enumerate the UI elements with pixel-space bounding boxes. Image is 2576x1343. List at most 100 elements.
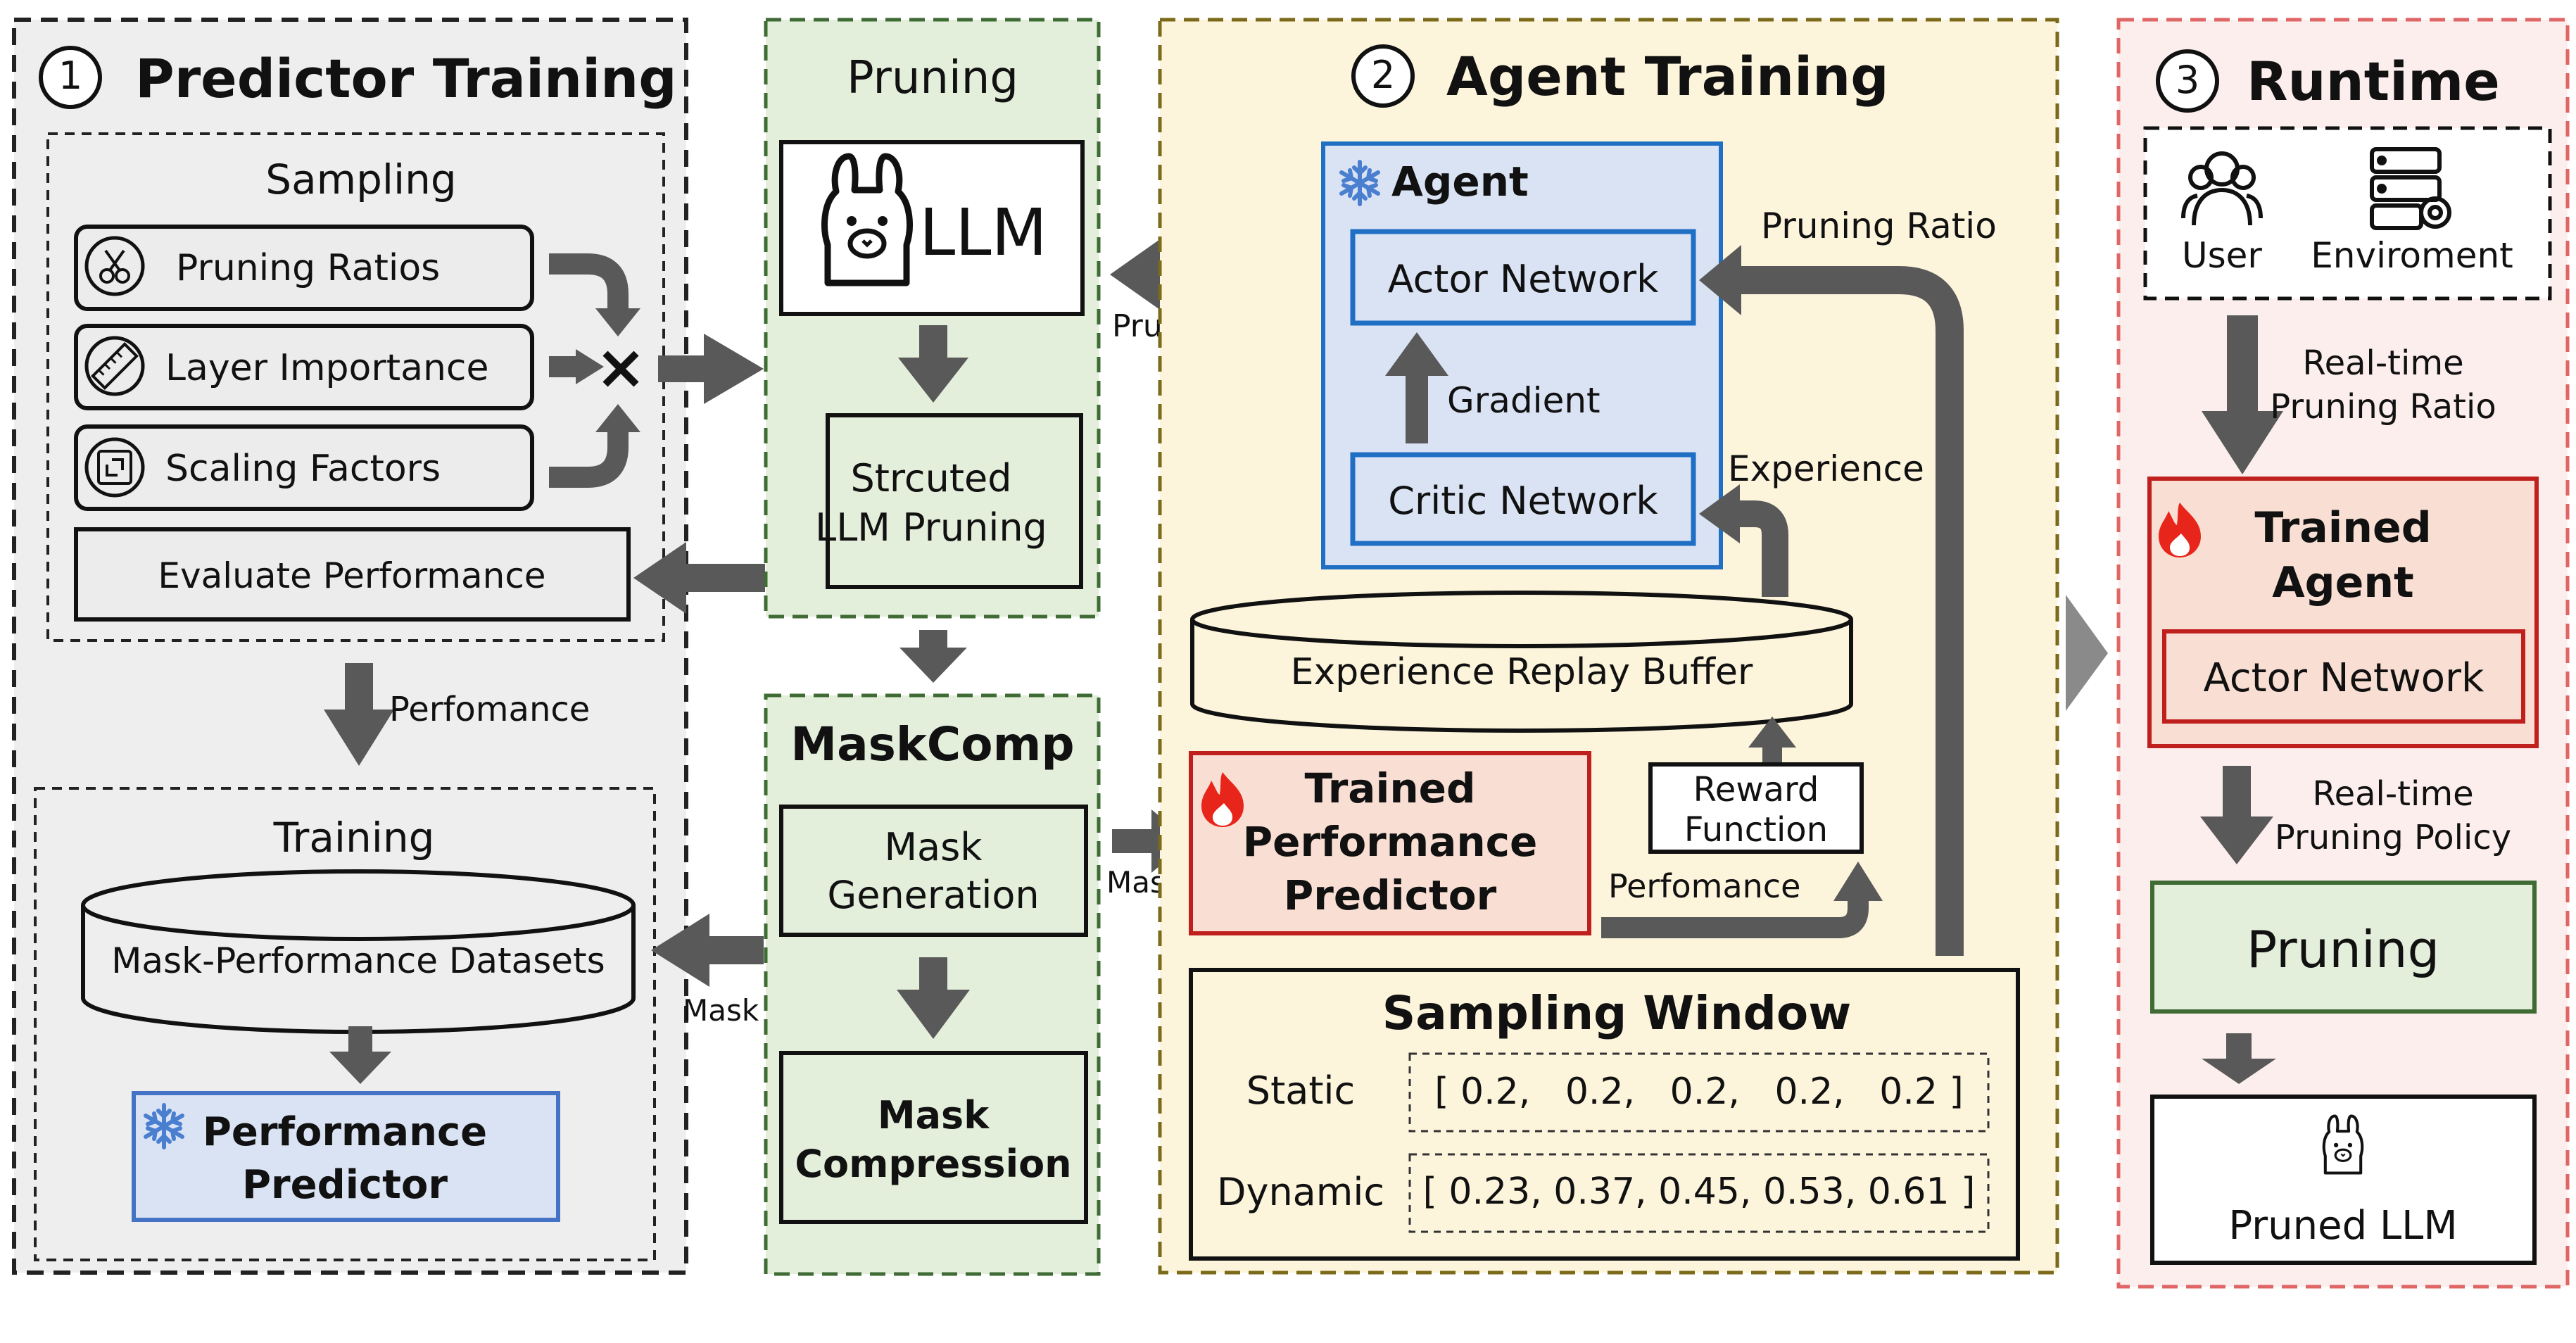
actor-network-box	[1350, 229, 1696, 326]
pruned-llm-label: Pruned LLM	[2228, 1203, 2457, 1249]
pruning-ratio-arrow-shaft	[1738, 266, 1964, 956]
mask-performance-datasets	[81, 869, 636, 1034]
section-title: Runtime	[2247, 50, 2500, 113]
dynamic-label: Dynamic	[1217, 1170, 1384, 1214]
users-icon	[2181, 151, 2263, 226]
sampling-item-layer-importance: Layer Importance	[165, 347, 489, 389]
dynamic-values-box	[1408, 1153, 1990, 1233]
environment-label: Enviroment	[2311, 235, 2513, 276]
step-number: 1	[58, 53, 82, 98]
runtime-pruning-label: Pruning	[2247, 920, 2439, 979]
gradient-arrow	[1385, 332, 1448, 443]
realtime-policy-arrow	[2200, 766, 2273, 864]
predictor-to-reward-arrow-head	[1833, 862, 1883, 901]
performance-predictor-box	[132, 1091, 560, 1222]
sampling-title: Sampling	[265, 156, 456, 203]
sampling-window-box	[1189, 968, 2020, 1261]
performance-label: Perfomance	[389, 690, 590, 729]
mask-compression-box	[779, 1051, 1088, 1224]
experience-label: Experience	[1728, 448, 1924, 489]
mask-generation-line1: Mask	[884, 825, 983, 869]
scissors-icon	[84, 236, 145, 296]
runtime-actor-network-box	[2162, 629, 2525, 724]
experience-replay-buffer	[1190, 591, 1853, 733]
step-number: 3	[2176, 58, 2199, 102]
structured-pruning-line2: LLM Pruning	[815, 505, 1047, 550]
dynamic-values: [ 0.23, 0.37, 0.45, 0.53, 0.61 ]	[1423, 1171, 1976, 1213]
performance-predictor-line1: Performance	[203, 1109, 487, 1155]
sampling-item-pruning-ratios: Pruning Ratios	[176, 247, 440, 289]
sampling-to-pruning-arrow	[658, 334, 764, 404]
evaluate-performance-box	[74, 527, 631, 622]
realtime-policy-line2: Pruning Policy	[2275, 818, 2511, 857]
predictor-to-reward-arrow-shaft	[1601, 898, 1869, 938]
mask-compression-line2: Compression	[795, 1142, 1071, 1186]
sampling-group	[46, 132, 665, 642]
step-number-badge	[39, 46, 102, 109]
trained-predictor-line2: Performance	[1243, 818, 1538, 866]
runtime-pruning-box	[2150, 881, 2537, 1014]
to-runtime-arrow	[2066, 595, 2108, 711]
realtime-ratio-line2: Pruning Ratio	[2270, 387, 2496, 427]
pruning-ratio-label: Pruning Ratio	[1761, 206, 1997, 246]
experience-arrow-head	[1699, 484, 1740, 543]
section-maskcomp: MaskComp Mask Generation Mask Compressio…	[764, 693, 1101, 1276]
step-number-badge	[2156, 49, 2219, 113]
maskcomp-title: MaskComp	[790, 717, 1074, 771]
section-runtime: 3 Runtime User Enviroment Real-time Pr	[2116, 18, 2570, 1289]
static-values: [ 0.2, 0.2, 0.2, 0.2, 0.2 ]	[1434, 1071, 1964, 1113]
trained-predictor-line1: Trained	[1305, 764, 1476, 812]
multiply-icon	[602, 351, 639, 387]
performance-predictor-line2: Predictor	[242, 1162, 448, 1208]
section-title: Agent Training	[1446, 45, 1889, 108]
structured-pruning-line1: Strcuted	[850, 456, 1011, 500]
section-title: Predictor Training	[135, 47, 677, 110]
dataset-down-arrow	[329, 1026, 391, 1084]
pruning-to-pruned-arrow	[2202, 1033, 2276, 1084]
section-agent-training: 2 Agent Training Agent Actor Network Gra…	[1158, 18, 2059, 1275]
pruning-to-maskcomp-arrow	[899, 630, 967, 683]
step-number-badge	[1351, 44, 1415, 108]
section-predictor-training: 1 Predictor Training Sampling Pruning Ra…	[12, 18, 688, 1275]
critic-network-box	[1350, 452, 1696, 546]
agent-title: Agent	[1391, 158, 1529, 206]
pruning-title: Pruning	[847, 52, 1018, 104]
scaling-icon	[84, 437, 145, 498]
generation-to-compression-arrow	[897, 957, 970, 1039]
pruning-ratio-arrow-head	[1699, 245, 1741, 315]
static-values-box	[1408, 1052, 1990, 1133]
pruning-ratios-box	[74, 225, 534, 311]
trained-agent-line1: Trained	[2254, 503, 2431, 553]
step-number: 2	[1371, 53, 1395, 97]
structured-pruning-box	[826, 413, 1083, 589]
runtime-actor-network-label: Actor Network	[2204, 655, 2485, 701]
section-pruning: Pruning LLM Strcuted LLM Pruning	[764, 18, 1101, 619]
evaluate-performance-label: Evaluate Performance	[158, 555, 545, 596]
maskcomp-to-dataset-arrow	[651, 914, 764, 987]
training-group	[34, 787, 656, 1261]
dataset-label: Mask-Performance Datasets	[111, 940, 605, 981]
sampling-item-scaling-factors: Scaling Factors	[165, 448, 441, 490]
layer-importance-box	[74, 324, 534, 410]
mask-label-left: Mask	[683, 993, 759, 1028]
reward-function-line1: Reward	[1693, 770, 1819, 809]
pruned-llm-box	[2150, 1095, 2537, 1265]
experience-arrow-shaft	[1738, 500, 1788, 597]
reward-function-box	[1648, 762, 1864, 854]
gradient-label: Gradient	[1447, 380, 1600, 421]
trained-agent-line2: Agent	[2272, 558, 2413, 607]
merge-arrows	[549, 253, 629, 488]
mask-generation-line2: Generation	[827, 873, 1039, 917]
perfomance-label: Perfomance	[1608, 867, 1800, 905]
training-title: Training	[273, 814, 435, 862]
llm-label: LLM	[919, 195, 1047, 270]
server-gear-icon	[2370, 147, 2451, 230]
replay-buffer-label: Experience Replay Buffer	[1291, 651, 1753, 693]
realtime-ratio-arrow	[2202, 315, 2283, 474]
ruler-icon	[84, 336, 145, 396]
actor-network-label: Actor Network	[1388, 257, 1659, 301]
mask-generation-box	[779, 805, 1088, 937]
sampling-window-title: Sampling Window	[1382, 986, 1852, 1040]
trained-predictor-box	[1189, 751, 1591, 935]
